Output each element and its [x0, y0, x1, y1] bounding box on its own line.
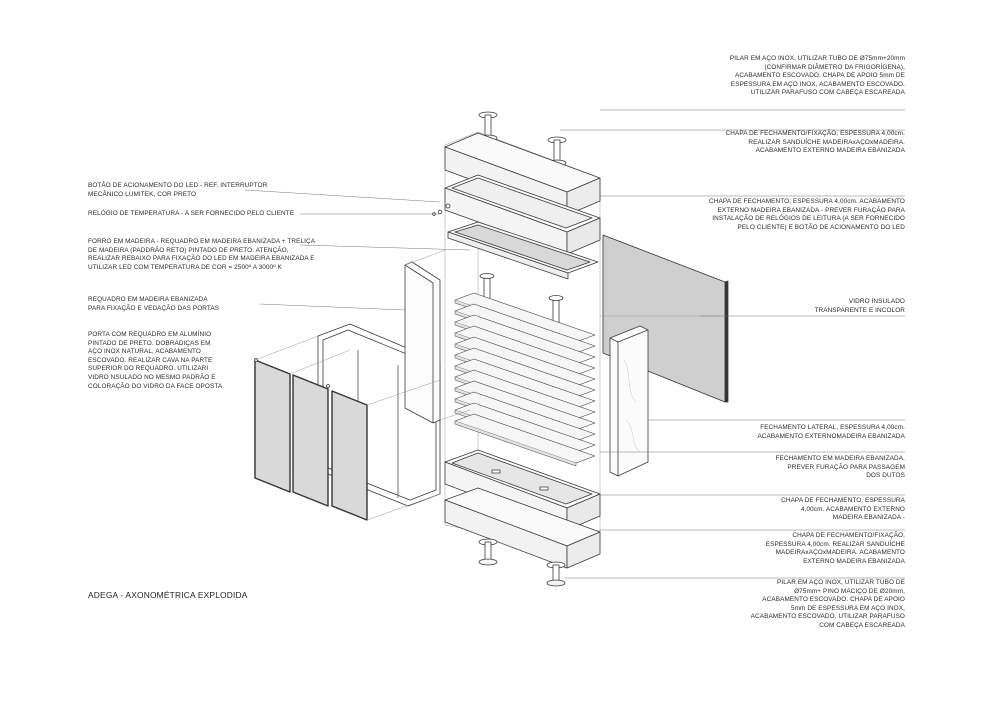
label-glass-door: PORTA COM REQUADRO EM ALUMÍNIO PINTADO D… [88, 331, 223, 390]
label-insulated-glass: VIDRO INSULADO TRANSPARENTE E INCOLOR [814, 298, 905, 314]
label-top-pillar: PILAR EM AÇO INOX, UTILIZAR TUBO DE Ø75m… [729, 55, 905, 97]
label-thermometer: RELÓGIO DE TEMPERATURA - A SER FORNECIDO… [88, 210, 295, 217]
bottom-pillars [478, 538, 566, 587]
label-bottom-closing-slab: CHAPA DE FECHAMENTO, ESPESSURA 4,00cm. A… [781, 497, 905, 522]
side-closing-panel [609, 325, 649, 477]
left-strip-panel [404, 261, 441, 424]
label-side-closing: FECHAMENTO LATERAL, ESPESSURA 4,00cm. AC… [757, 424, 905, 440]
label-door-frame: REQUADRO EM MADEIRA EBANIZADA PARA FIXAÇ… [88, 296, 220, 312]
label-top-closing-slab: CHAPA DE FECHAMENTO, ESPESSURA 4,00cm. A… [709, 198, 905, 231]
label-bottom-pillar: PILAR EM AÇO INOX, UTILIZAR TUBO DE Ø75m… [750, 579, 905, 629]
leader-lines [244, 109, 905, 579]
label-top-fixing-slab: CHAPA DE FECHAMENTO/FIXAÇÃO, ESPESSURA 4… [725, 130, 905, 155]
rack-shelf [454, 413, 596, 464]
label-bottom-fixing-slab: CHAPA DE FECHAMENTO/FIXAÇÃO, ESPESSURA 4… [765, 532, 905, 565]
explode-guides [254, 249, 720, 521]
label-wood-closing: FECHAMENTO EM MADEIRA EBANIZADA. PREVER … [775, 455, 905, 480]
label-led-button: BOTÃO DE ACIONAMENTO DO LED - REF. INTER… [88, 182, 268, 198]
led-ceiling-tray [447, 221, 599, 280]
bottom-fixing-slab [444, 487, 601, 569]
label-wood-ceiling: FORRO EM MADEIRA - REQUADRO EM MADEIRA E… [88, 238, 316, 271]
top-closing-box [444, 174, 601, 255]
drawing-title: ADEGA - AXONOMÉTRICA EXPLODIDA [88, 590, 248, 600]
rack-shelf-edge [454, 421, 577, 467]
glass-doors [254, 358, 368, 521]
wine-rack-shelves [454, 292, 596, 467]
